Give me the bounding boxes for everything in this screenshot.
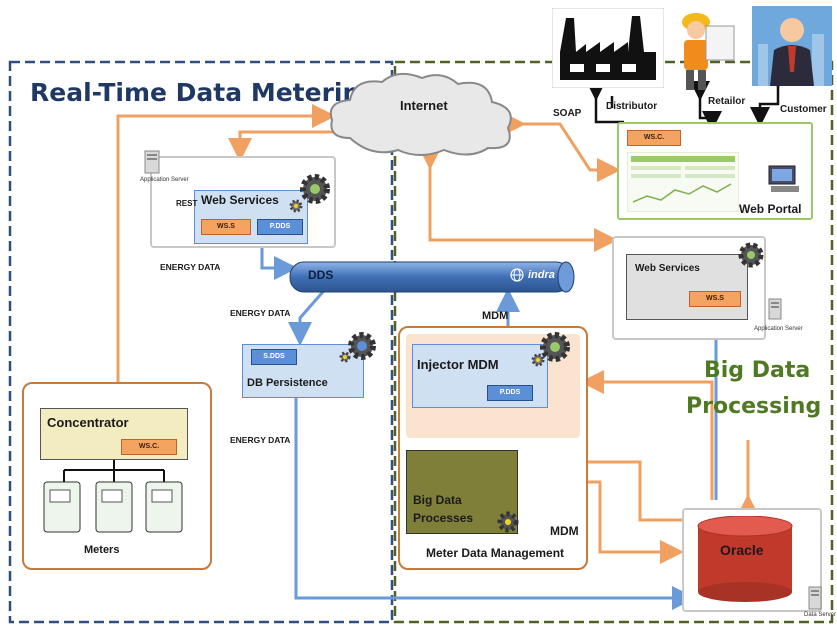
- rest-label: REST: [176, 199, 198, 208]
- computer-icon: [768, 165, 799, 192]
- gear-bigdata-icon: [497, 511, 519, 533]
- gear-injector-icon: [540, 332, 570, 362]
- injector-mdm-title: Injector MDM: [417, 357, 499, 372]
- energy-data-label-3: ENERGY DATA: [230, 435, 291, 445]
- arrow-internet-appserver: [228, 130, 348, 162]
- arrow-concentrator-internet: [116, 104, 336, 382]
- meter-data-management-caption: Meter Data Management: [426, 546, 565, 560]
- internet-cloud: [329, 72, 512, 156]
- right-region-title-line1: Big Data: [704, 358, 811, 383]
- arrow-oracle-mdm: [580, 370, 714, 500]
- dds-bus: [289, 261, 575, 293]
- worker-icon: [682, 13, 735, 90]
- mdm-container: Injector MDM P.DDS Big Data Processes MD…: [398, 326, 588, 570]
- energy-data-label-1: ENERGY DATA: [160, 262, 221, 272]
- arrow-dds-dbpersist: [288, 285, 330, 346]
- big-data-processes-line2: Processes: [413, 511, 474, 525]
- app-server-right-box: Web Services WS.S: [612, 236, 766, 340]
- oracle-database-icon: [697, 516, 793, 602]
- businessman-icon: [752, 6, 832, 86]
- dds-label: DDS: [308, 268, 334, 282]
- retailor-label: Retailor: [708, 96, 746, 107]
- p-dds-top-tag: P.DDS: [257, 219, 303, 235]
- injector-mdm-box: Injector MDM P.DDS: [412, 344, 548, 408]
- ws-s-top-tag: WS.S: [201, 219, 251, 235]
- portal-screenshot-icon: [627, 152, 739, 212]
- meter-icon: [145, 481, 183, 533]
- app-server-top-box: Web Services WS.S P.DDS: [150, 156, 336, 248]
- arrow-db-oracle: [294, 398, 696, 610]
- gear-icon: [300, 174, 330, 204]
- globe-icon: [510, 268, 524, 282]
- db-persistence-title: DB Persistence: [247, 377, 328, 389]
- customer-label: Customer: [780, 104, 827, 115]
- app-server-right-caption: Application Server: [754, 326, 803, 332]
- concentrator-title: Concentrator: [47, 415, 129, 430]
- concentrator-ws-tag: WS.C.: [121, 439, 177, 455]
- gear-injector-small-icon: [531, 353, 545, 367]
- data-server-icon: [808, 586, 822, 610]
- meters-wiring: [43, 460, 183, 533]
- web-services-right-box: Web Services WS.S: [626, 254, 748, 320]
- meter-icon: [43, 481, 81, 533]
- web-portal-label: Web Portal: [739, 202, 802, 216]
- arrow-ws-dds: [260, 244, 298, 280]
- energy-data-label-2: ENERGY DATA: [230, 308, 291, 318]
- web-portal-ws-tag: WS.C.: [627, 130, 681, 146]
- factory-icon: [552, 8, 664, 88]
- ws-s-right-tag: WS.S: [689, 291, 741, 307]
- meters-label: Meters: [84, 544, 120, 556]
- web-services-right-title: Web Services: [635, 263, 700, 274]
- distributor-label: Distributor: [606, 101, 658, 112]
- concentrator-box: Concentrator WS.C.: [40, 408, 188, 460]
- left-region-border: [8, 60, 394, 624]
- right-region-title-line2: Processing: [686, 394, 822, 419]
- soap-label: SOAP: [553, 108, 582, 119]
- db-persistence-box: S.DDS DB Persistence: [242, 344, 364, 398]
- arrow-distributor: [596, 96, 624, 124]
- web-services-top-title: Web Services: [201, 193, 279, 207]
- left-region-title: Real-Time Data Metering: [30, 78, 379, 107]
- mdm-inner-label: MDM: [550, 524, 579, 538]
- gear-right-icon: [738, 242, 764, 268]
- injector-pdds-tag: P.DDS: [487, 385, 533, 401]
- gear-small-icon: [289, 199, 303, 213]
- server-right-icon: [768, 298, 782, 320]
- s-dds-tag: S.DDS: [251, 349, 297, 365]
- arrow-internet-portal: [502, 112, 621, 182]
- arrow-customer: [750, 69, 788, 127]
- concentrator-container: Concentrator WS.C. Meters: [22, 382, 212, 570]
- meter-icon: [95, 481, 133, 533]
- oracle-label: Oracle: [720, 542, 764, 558]
- gear-db-icon: [348, 332, 376, 360]
- web-portal-box: WS.C. Web Portal: [617, 122, 813, 220]
- internet-label: Internet: [400, 98, 448, 113]
- mdm-top-label: MDM: [482, 310, 509, 322]
- app-server-top-caption: Application Server: [140, 177, 189, 183]
- big-data-processes-line1: Big Data: [413, 493, 462, 507]
- indra-brand: indra: [528, 269, 555, 281]
- server-top-icon: [144, 150, 160, 174]
- data-server-caption: Data Server: [804, 612, 837, 618]
- web-services-top-box: Web Services WS.S P.DDS: [194, 190, 308, 244]
- gear-db-small-icon: [339, 351, 351, 363]
- arrow-internet-appserver-right: [418, 146, 618, 252]
